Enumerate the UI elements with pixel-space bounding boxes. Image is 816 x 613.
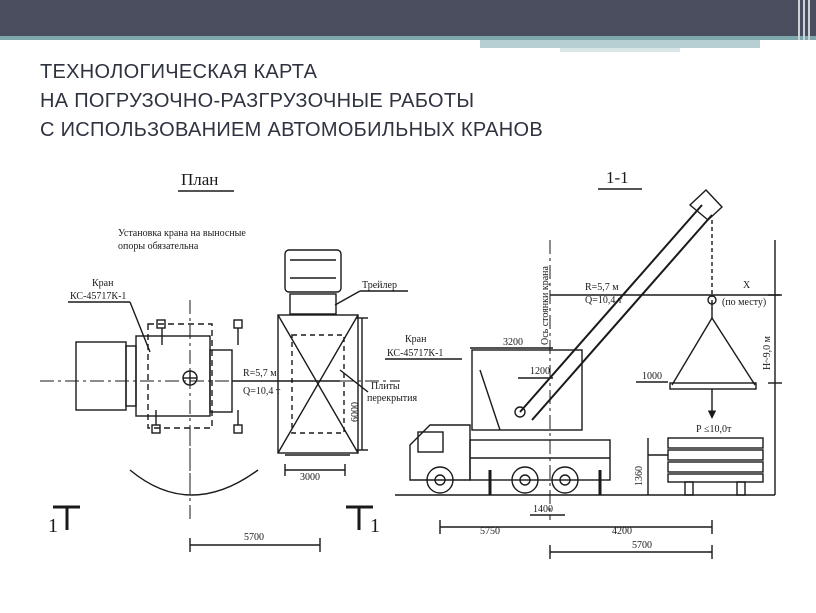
plan-crane-label-line1: Кран (92, 278, 114, 289)
header-bar (0, 0, 816, 36)
section-dim-5700: 5700 (632, 540, 652, 551)
section-crane-label-line1: Кран (405, 334, 427, 345)
section-dim-4200: 4200 (612, 526, 632, 537)
section-axis-label: Ось стоянки крана (540, 265, 551, 345)
section-dim-1360: 1360 (634, 466, 645, 486)
plan-crane (75, 319, 340, 434)
header-accent-stripe-secondary (480, 40, 760, 48)
svg-text:1: 1 (370, 515, 380, 537)
plan-heading: План (181, 170, 218, 189)
section-dim-3200: 3200 (503, 337, 523, 348)
section-x-mark: X (743, 280, 751, 291)
plan-dim-3000: 3000 (300, 472, 320, 483)
section-view: 1-1 Ось стоянки крана (385, 168, 782, 559)
section-heading: 1-1 (606, 168, 629, 187)
plan-trailer-label: Трейлер (362, 280, 397, 291)
plan-note-line2: опоры обязательна (118, 241, 199, 252)
section-radius: R=5,7 м (585, 282, 619, 293)
title-line-2: НА ПОГРУЗОЧНО-РАЗГРУЗОЧНЫЕ РАБОТЫ (40, 90, 475, 112)
section-dim-5750: 5750 (480, 526, 500, 537)
section-on-site: (по месту) (722, 297, 766, 308)
header-accent-stripe (0, 36, 816, 40)
section-load: Р ≤10,0т (696, 424, 732, 435)
section-load-slings (669, 295, 757, 419)
plan-crane-label-line2: КС-45717К-1 (70, 291, 126, 302)
plan-capacity: Q=10,4 т (243, 386, 281, 397)
section-mark-right: 1 (346, 505, 380, 537)
plan-dim-5700: 5700 (244, 532, 264, 543)
section-slab-stack (648, 437, 764, 496)
section-mark-left: 1 (48, 505, 80, 537)
plan-view: План Установка крана на выносные опоры о… (40, 170, 418, 552)
title-line-3: С ИСПОЛЬЗОВАНИЕМ АВТОМОБИЛЬНЫХ КРАНОВ (40, 119, 544, 141)
header-decoration (798, 0, 810, 40)
plan-slabs-line1: Плиты (371, 381, 400, 392)
plan-note-line1: Установка крана на выносные (118, 228, 246, 239)
plan-radius: R=5,7 м (243, 368, 277, 379)
section-dim-1000: 1000 (642, 371, 662, 382)
title-line-1: ТЕХНОЛОГИЧЕСКАЯ КАРТА (40, 61, 318, 83)
svg-text:1: 1 (48, 515, 58, 537)
section-crane-label-line2: КС-45717К-1 (387, 348, 443, 359)
slide-title: ТЕХНОЛОГИЧЕСКАЯ КАРТА НА ПОГРУЗОЧНО-РАЗГ… (40, 58, 543, 145)
section-crane-truck (409, 349, 611, 495)
section-height: Н~9,0 м (762, 335, 773, 370)
header-accent-stripe-tertiary (560, 48, 680, 52)
plan-trailer (277, 249, 359, 456)
section-capacity: Q=10,4 т (585, 295, 623, 306)
plan-slabs-line2: перекрытия (367, 393, 418, 404)
section-dim-1200: 1200 (530, 366, 550, 377)
section-dim-1400: 1400 (533, 504, 553, 515)
plan-dim-6000: 6000 (350, 402, 361, 422)
